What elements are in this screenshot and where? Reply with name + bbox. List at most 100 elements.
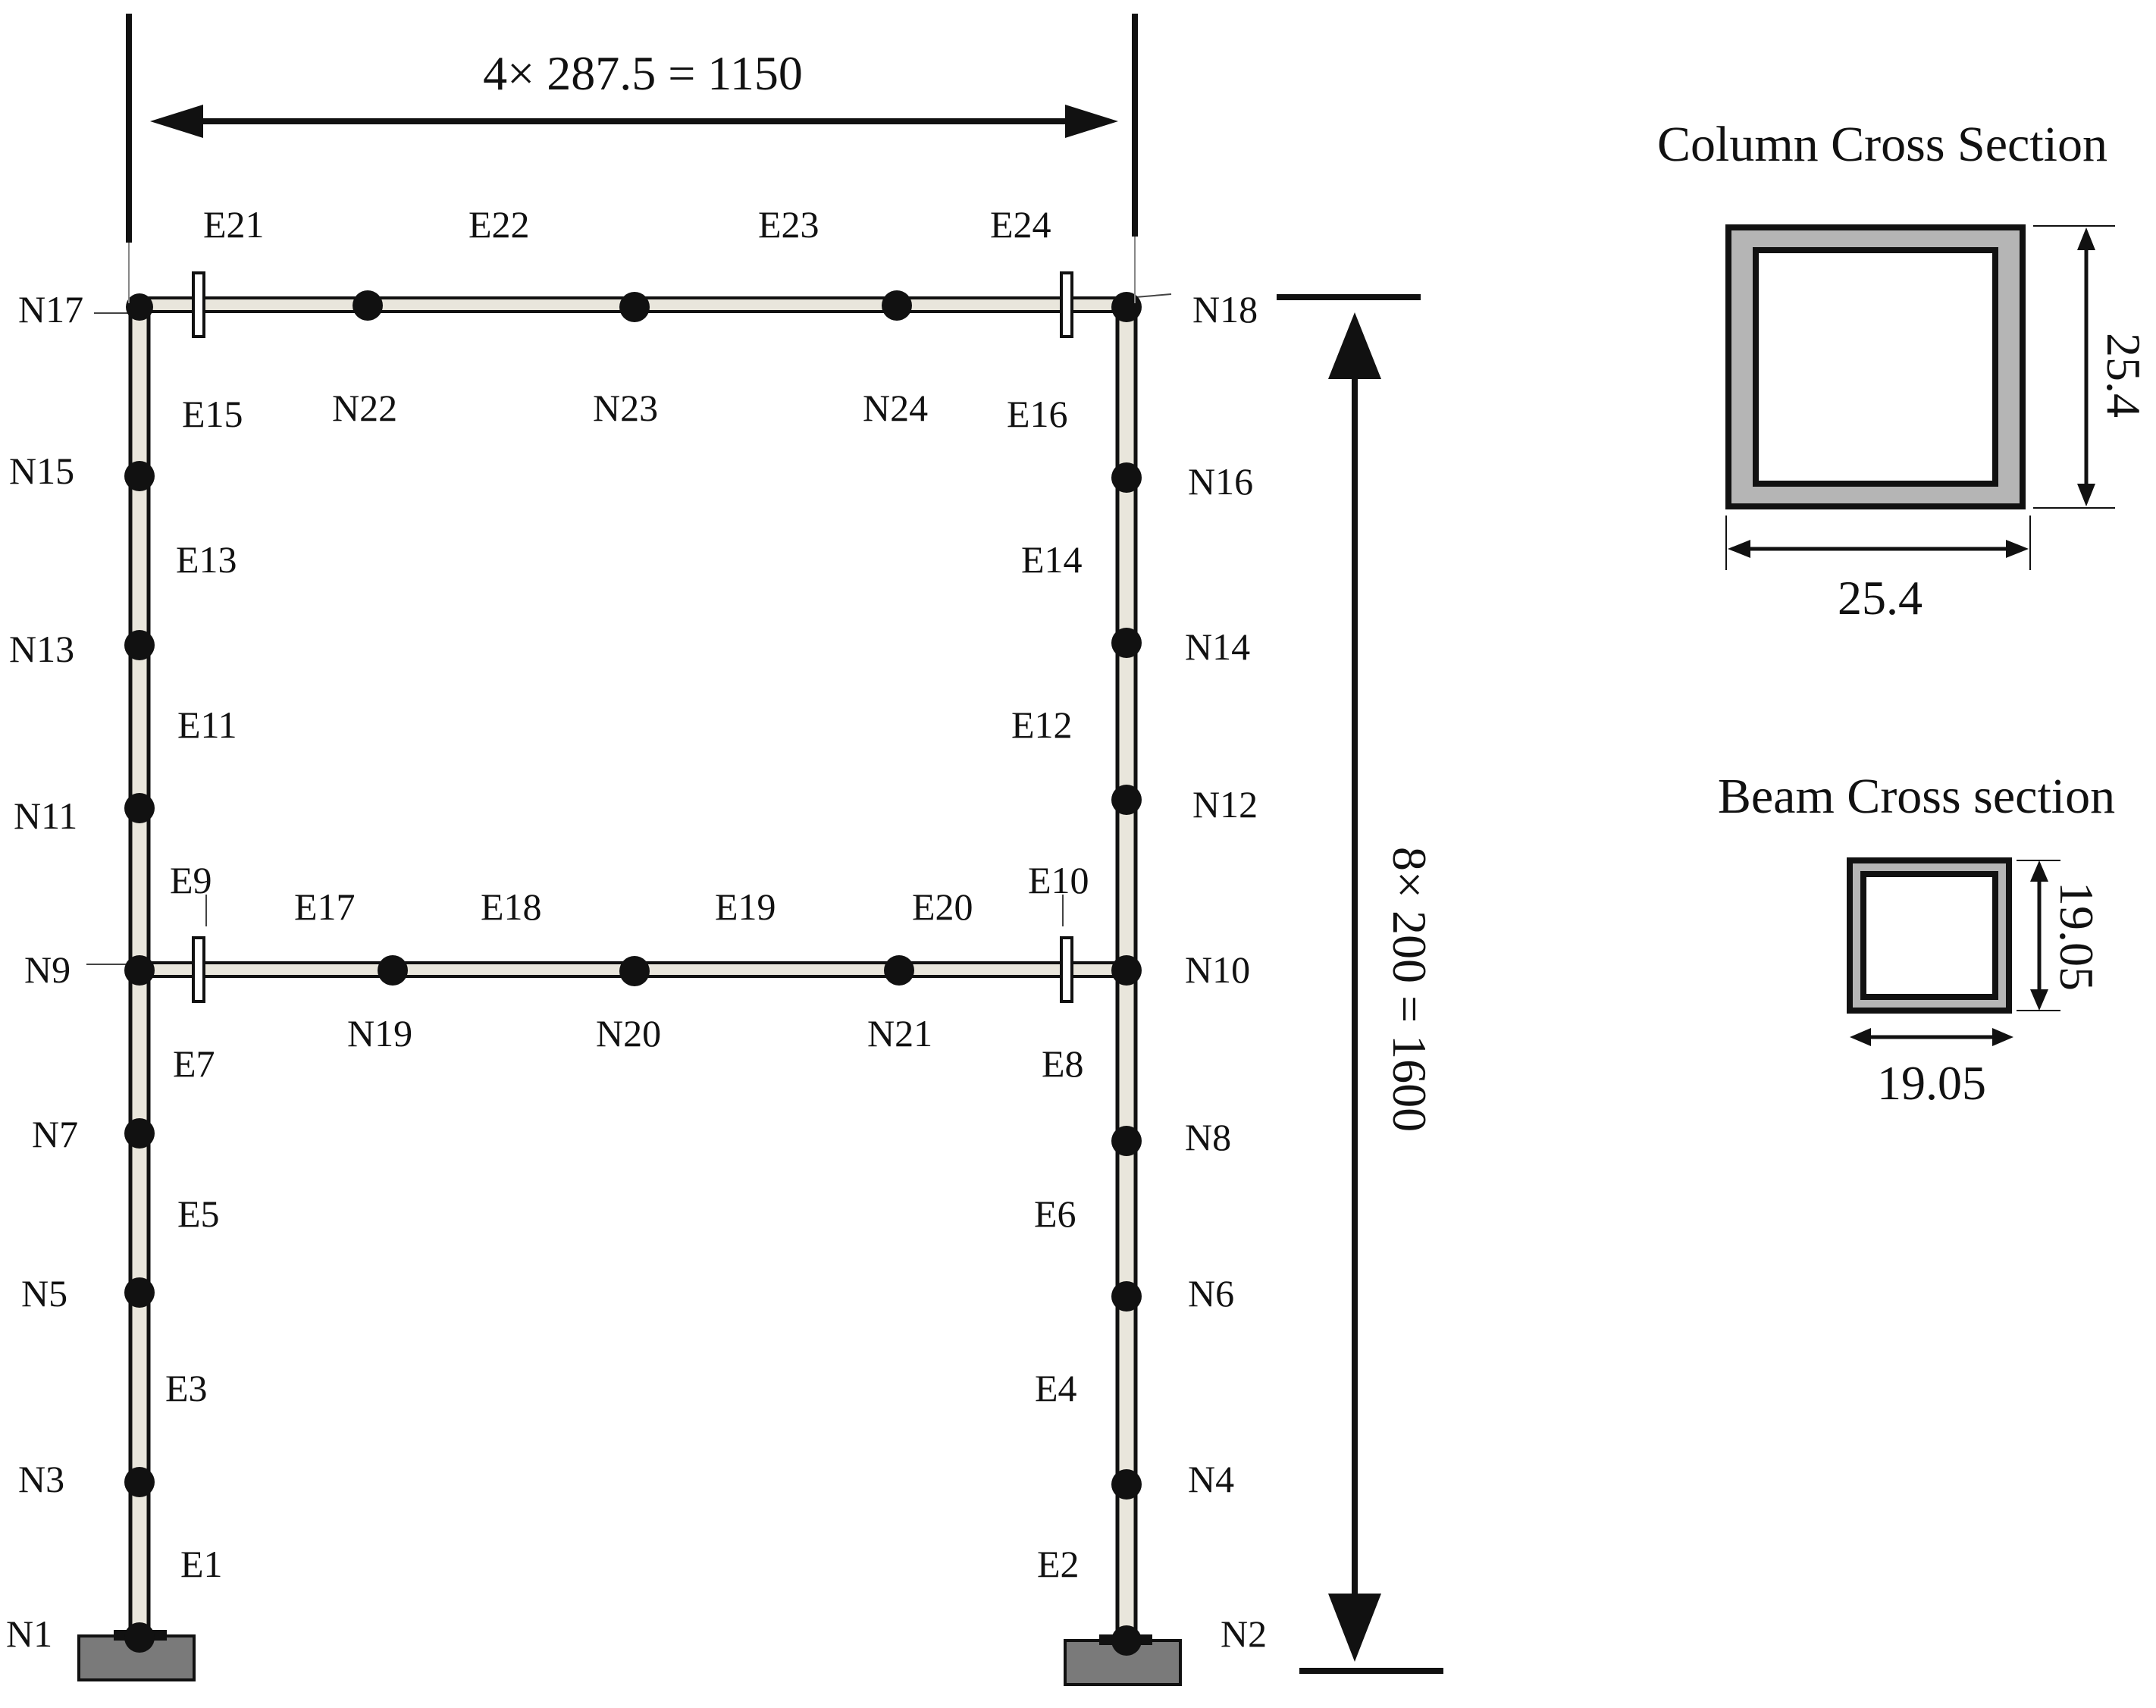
node-n24 [882,290,912,321]
node-n20 [619,956,650,986]
label-n15: N15 [9,450,74,492]
label-n21: N21 [867,1012,932,1055]
label-n13: N13 [9,628,74,670]
beam-width-label: 19.05 [1877,1056,1986,1110]
label-n17: N17 [18,288,83,331]
connection-plate-e21 [192,271,205,338]
node-n9 [124,955,155,986]
label-e24: E24 [990,203,1051,246]
node-n16 [1111,462,1142,493]
node-n4 [1111,1469,1142,1500]
label-n10: N10 [1185,948,1250,991]
label-n12: N12 [1192,783,1258,826]
label-n11: N11 [14,794,77,837]
node-n1 [124,1622,155,1653]
label-e22: E22 [468,203,530,246]
leader-line-n18 [1135,293,1172,298]
label-e13: E13 [176,538,237,581]
label-e19: E19 [715,885,776,928]
label-e4: E4 [1035,1367,1077,1409]
label-e8: E8 [1042,1042,1084,1085]
node-n5 [124,1277,155,1308]
node-n8 [1111,1126,1142,1156]
column-section-title: Column Cross Section [1657,117,2107,172]
column-width-arrowhead-right [2006,540,2029,558]
label-e12: E12 [1011,704,1073,746]
node-n22 [353,290,383,321]
label-e21: E21 [203,203,265,246]
label-n8: N8 [1185,1116,1231,1158]
label-n16: N16 [1188,460,1253,503]
label-e23: E23 [758,203,819,246]
label-e9: E9 [170,859,212,901]
node-n21 [884,955,914,986]
column-height-label: 25.4 [2097,333,2151,418]
label-n6: N6 [1188,1272,1234,1315]
height-dimension-label: 8× 200 = 1600 [1383,847,1437,1132]
label-e7: E7 [173,1042,215,1085]
column-height-arrowhead-bottom [2077,484,2095,506]
beam-height-arrowhead-bottom [2030,989,2048,1011]
span-arrowhead-left [150,105,203,138]
label-e14: E14 [1021,538,1083,581]
label-n9: N9 [24,948,71,991]
connection-plate-e20 [1060,936,1073,1003]
beam-height-arrowhead-top [2030,860,2048,882]
label-e6: E6 [1034,1192,1076,1235]
label-e5: E5 [177,1192,220,1235]
span-dimension-label: 4× 287.5 = 1150 [483,46,803,100]
label-n19: N19 [347,1012,412,1055]
label-n24: N24 [863,387,928,429]
connection-plate-e24 [1060,271,1073,338]
label-n2: N2 [1221,1612,1267,1655]
node-n6 [1111,1281,1142,1312]
label-e3: E3 [165,1367,208,1409]
node-n15 [124,461,155,491]
span-arrowhead-right [1065,105,1118,138]
label-e15: E15 [182,393,243,435]
label-e18: E18 [481,885,542,928]
label-n18: N18 [1192,288,1258,331]
node-n13 [124,630,155,660]
label-e16: E16 [1007,393,1068,435]
node-n3 [124,1467,155,1497]
label-n23: N23 [593,387,658,429]
label-n20: N20 [596,1012,661,1055]
node-n7 [124,1118,155,1149]
node-n19 [378,955,408,986]
column-width-arrowhead-left [1728,540,1750,558]
label-e20: E20 [912,885,973,928]
label-e1: E1 [180,1543,223,1585]
node-n2 [1111,1625,1142,1656]
beam-section-inner [1860,871,1998,1000]
label-e2: E2 [1037,1543,1080,1585]
column-width-label: 25.4 [1838,571,1923,625]
label-n22: N22 [332,387,397,429]
node-n10 [1111,955,1142,986]
label-n4: N4 [1188,1458,1234,1500]
label-n7: N7 [32,1113,78,1155]
height-arrowhead-top [1328,312,1381,379]
beam-width-arrowhead-left [1850,1028,1871,1046]
connection-plate-e17 [192,936,205,1003]
label-n5: N5 [21,1272,67,1315]
label-e11: E11 [177,704,237,746]
height-arrowhead-bottom [1328,1594,1381,1662]
label-n14: N14 [1185,625,1250,668]
beam-width-arrowhead-right [1992,1028,2013,1046]
label-e10: E10 [1028,859,1089,901]
node-n18 [1111,292,1142,322]
node-n17 [126,293,153,321]
node-n14 [1111,628,1142,658]
node-n11 [124,793,155,823]
column-section-inner [1753,247,1998,487]
label-n3: N3 [18,1458,64,1500]
column-height-arrowhead-top [2077,227,2095,250]
node-n12 [1111,785,1142,815]
beam-section-title: Beam Cross section [1718,769,2115,824]
label-e17: E17 [294,885,356,928]
label-n1: N1 [6,1612,52,1655]
beam-height-label: 19.05 [2050,882,2104,991]
